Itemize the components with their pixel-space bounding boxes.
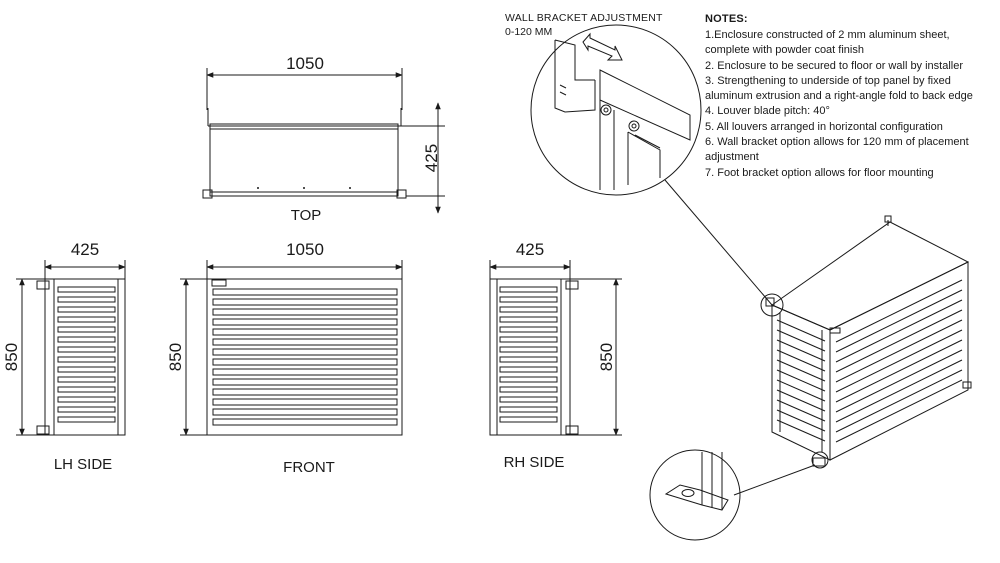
note-item: 6. Wall bracket option allows for 120 mm…	[705, 136, 969, 164]
rh-side-view-label: RH SIDE	[504, 454, 565, 471]
rh-width-label: 425	[516, 240, 544, 259]
top-view-label: TOP	[291, 207, 322, 224]
foot-bracket-detail	[649, 449, 741, 541]
front-louvers	[212, 288, 398, 426]
front-width-label: 1050	[286, 240, 324, 259]
note-item: 4. Louver blade pitch: 40°	[705, 105, 830, 118]
lh-side-view	[16, 260, 126, 436]
top-view	[202, 68, 445, 214]
lh-side-view-label: LH SIDE	[54, 456, 112, 473]
lh-width-label: 425	[71, 240, 99, 259]
wall-bracket-detail	[530, 24, 702, 196]
top-width-label: 1050	[286, 54, 324, 73]
notes-heading: NOTES:	[705, 13, 748, 25]
wall-bracket-title: WALL BRACKET ADJUSTMENT	[505, 12, 663, 24]
iso-front-louvers	[776, 312, 826, 452]
isometric-unit	[760, 215, 972, 469]
note-item: 5. All louvers arranged in horizontal co…	[705, 120, 943, 133]
front-view	[180, 260, 403, 436]
lh-height-label: 850	[2, 343, 21, 371]
note-item: 2. Enclosure to be secured to floor or w…	[705, 59, 964, 72]
front-height-label: 850	[166, 343, 185, 371]
adjustment-arrow-icon	[582, 32, 623, 61]
rh-side-view	[489, 260, 622, 436]
note-item: 7. Foot bracket option allows for floor …	[705, 166, 934, 179]
iso-right-louvers	[835, 279, 963, 443]
note-item: 1.Enclosure constructed of 2 mm aluminum…	[705, 29, 950, 57]
wall-bracket-range: 0-120 MM	[505, 26, 553, 38]
rh-louvers	[499, 286, 558, 423]
top-depth-label: 425	[422, 144, 441, 172]
front-view-label: FRONT	[283, 459, 335, 476]
rh-height-label: 850	[597, 343, 616, 371]
note-item: 3. Strengthening to underside of top pan…	[705, 74, 973, 103]
notes-list: 1.Enclosure constructed of 2 mm aluminum…	[705, 28, 990, 181]
lh-louvers	[57, 286, 116, 423]
